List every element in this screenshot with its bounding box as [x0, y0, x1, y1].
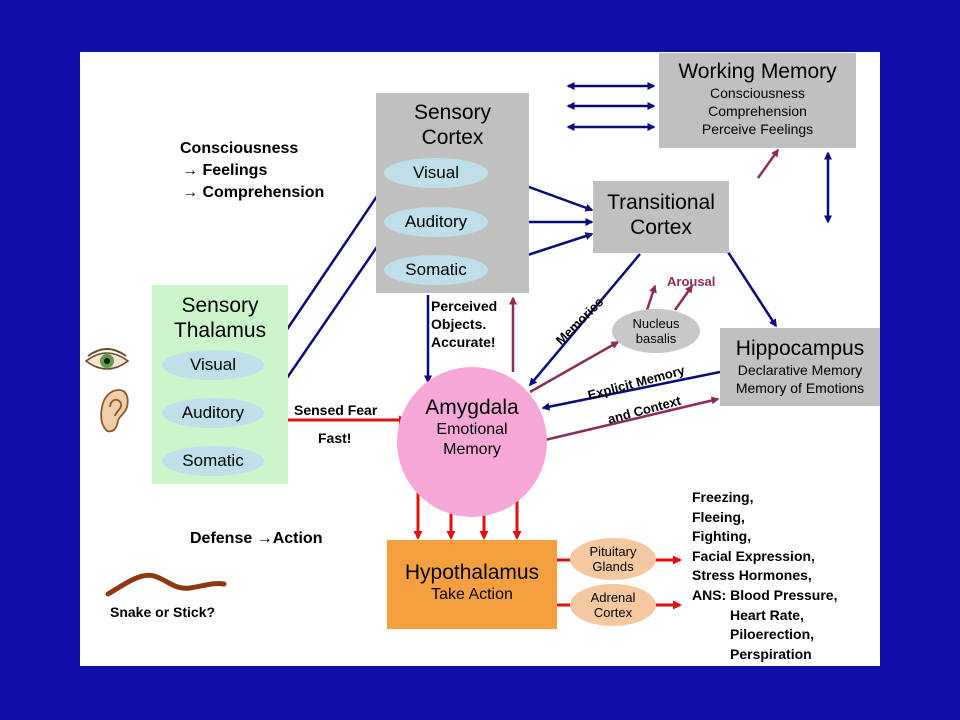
sensory-cortex-title-2: Cortex — [421, 126, 484, 149]
response-item: Perspiration — [730, 645, 812, 662]
fast-label: Fast! — [318, 430, 352, 446]
sensed-fear-label: Sensed Fear — [294, 402, 378, 418]
hippocampus-title: Hippocampus — [735, 337, 865, 360]
thalamus-somatic-oval: Somatic — [162, 446, 264, 476]
nucleus-basalis-line-1: Nucleus — [632, 316, 680, 331]
transitional-cortex-title-1: Transitional — [607, 191, 715, 214]
pituitary-line-1: Pituitary — [589, 544, 637, 559]
response-item: Fighting, — [692, 528, 752, 545]
arrow-transitional-to-working-memory — [756, 148, 780, 179]
hippocampus-line: Declarative Memory — [737, 362, 863, 378]
pituitary-glands-oval: Pituitary Glands — [570, 538, 656, 580]
thalamus-auditory-oval: Auditory — [162, 398, 264, 428]
response-item: Facial Expression, — [692, 547, 815, 564]
perceived-objects-label: Perceived Objects. Accurate! — [431, 297, 497, 351]
arrow-transitional-to-amygdala — [529, 253, 641, 387]
amygdala-circle: Amygdala Emotional Memory — [397, 367, 547, 517]
sensory-cortex-title-1: Sensory — [413, 101, 492, 124]
defense-action-label: Defense →Action — [190, 530, 323, 547]
hypothalamus-title: Hypothalamus — [404, 561, 540, 584]
thalamus-visual-oval: Visual — [162, 350, 264, 380]
consciousness-line: → Feelings — [182, 162, 268, 179]
response-item: Fleeing, — [692, 508, 745, 525]
amygdala-sub-2: Memory — [443, 441, 501, 458]
eye-icon — [84, 348, 130, 370]
ear-icon — [100, 389, 129, 433]
cortex-visual-oval: Visual — [384, 158, 488, 188]
arousal-label: Arousal — [667, 274, 716, 289]
snake-label: Snake or Stick? — [110, 604, 216, 620]
response-item: Freezing, — [692, 489, 754, 505]
sensory-thalamus-title-1: Sensory — [181, 294, 259, 317]
nucleus-basalis-oval: Nucleus basalis — [612, 309, 700, 353]
adrenal-line-2: Cortex — [593, 605, 633, 620]
cortex-somatic-oval: Somatic — [384, 255, 488, 285]
arrow-nucleus-arousal-2 — [673, 284, 694, 311]
working-memory-line: Comprehension — [708, 103, 807, 119]
response-item: Heart Rate, — [730, 606, 804, 623]
consciousness-line: → Comprehension — [182, 184, 325, 201]
amygdala-title: Amygdala — [425, 396, 519, 419]
pituitary-line-2: Glands — [592, 559, 634, 574]
working-memory-box: Working Memory Consciousness Comprehensi… — [659, 53, 856, 148]
hypothalamus-sub: Take Action — [431, 586, 513, 603]
arrow-hippocampus-to-amygdala — [541, 370, 721, 411]
working-memory-line: Perceive Feelings — [701, 121, 814, 137]
transitional-cortex-title-2: Cortex — [630, 216, 692, 239]
snake-stick-icon — [105, 572, 227, 597]
hippocampus-line: Memory of Emotions — [735, 380, 865, 396]
hypothalamus-box: Hypothalamus Take Action — [387, 540, 557, 629]
arrow-transitional-to-hippocampus — [726, 251, 778, 328]
arrow-amygdala-to-nucleus — [529, 340, 620, 394]
cortex-auditory-oval: Auditory — [384, 207, 488, 237]
responses-list: Freezing, Fleeing, Fighting, Facial Expr… — [692, 488, 837, 664]
response-item: Stress Hormones, — [692, 567, 812, 584]
response-item: ANS: Blood Pressure, — [692, 586, 838, 603]
sensory-thalamus-title-2: Thalamus — [173, 319, 267, 342]
working-memory-title: Working Memory — [678, 60, 837, 83]
consciousness-note: Consciousness → Feelings → Comprehension — [180, 138, 324, 204]
perceived-line: Accurate! — [431, 334, 496, 350]
response-item: Piloerection, — [730, 626, 815, 643]
adrenal-line-1: Adrenal — [590, 590, 636, 605]
adrenal-cortex-oval: Adrenal Cortex — [570, 584, 656, 626]
working-memory-line: Consciousness — [710, 85, 805, 101]
arrow-amygdala-to-hippocampus — [544, 396, 720, 442]
hippocampus-box: Hippocampus Declarative Memory Memory of… — [720, 328, 880, 406]
perceived-line: Objects. — [431, 316, 487, 332]
arrow-nucleus-arousal-1 — [645, 284, 657, 311]
perceived-line: Perceived — [431, 298, 498, 314]
consciousness-line: Consciousness — [180, 140, 299, 157]
nucleus-basalis-line-2: basalis — [635, 331, 677, 346]
amygdala-sub-1: Emotional — [436, 421, 508, 438]
transitional-cortex-box: Transitional Cortex — [593, 181, 729, 253]
